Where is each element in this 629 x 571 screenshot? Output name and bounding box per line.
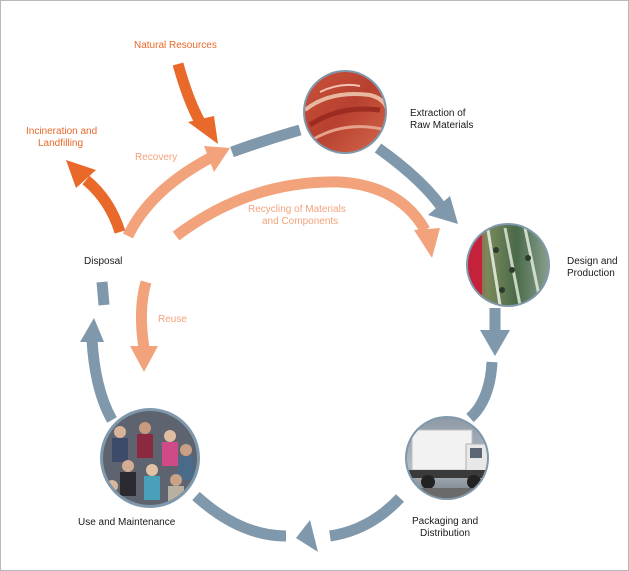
extraction-label-line1: Extraction of [410,108,466,119]
design-photo [466,223,550,307]
packaging-label-line2: Distribution [420,528,470,539]
arrow-disposal-stub [96,281,110,306]
incineration-label: Incineration and Landfilling [26,126,100,149]
arrowhead-use-disposal [80,318,104,342]
recovery-arrow [123,153,213,239]
incineration-label-line1: Incineration and [26,126,97,137]
io-arrows [82,62,205,234]
natural-resources-arrow [172,62,205,125]
cycle-arrows [86,124,501,542]
natural-resources-arrowhead [188,116,218,144]
extraction-label-line2: Raw Materials [410,120,473,131]
extraction-label: Extraction of Raw Materials [410,108,473,131]
packaging-photo [405,416,489,500]
io-arrowheads [66,116,218,188]
incineration-arrow [82,175,126,234]
recycling-arrowhead [414,228,440,258]
recycling-arrow [172,176,430,241]
use-photo [100,408,200,508]
design-label-line2: Production [567,268,615,279]
arrow-use-left [192,491,287,542]
arrow-use-to-disposal [86,339,117,423]
arrow-extraction-to-design [374,143,445,209]
cycle-arrowheads [80,196,510,552]
arrowhead-design-packaging [480,330,510,356]
reuse-arrow [135,280,152,349]
recycling-label-line2: and Components [262,216,338,227]
arrowhead-packaging-use [296,520,318,552]
arrow-packaging-to-use [466,361,498,423]
reuse-label: Reuse [158,314,187,325]
loop-arrowheads [130,146,440,372]
disposal-label: Disposal [84,256,122,267]
design-label-line1: Design and [567,256,618,267]
incineration-label-line2: Landfilling [38,138,83,149]
design-label: Design and Production [567,256,620,279]
recovery-label: Recovery [135,152,177,163]
use-label: Use and Maintenance [78,517,176,528]
natural-resources-label: Natural Resources [134,40,217,51]
recycling-label-line1: Recycling of Materials [248,204,346,215]
loop-arrows [123,153,430,349]
arrow-recovery-to-extraction [230,124,302,158]
arrowhead-extraction-design [428,196,458,224]
extraction-photo [303,70,387,154]
packaging-label: Packaging and Distribution [412,516,481,539]
reuse-arrowhead [130,346,158,372]
recycling-label: Recycling of Materials and Components [248,204,349,227]
arrow-use-arc [329,494,405,542]
packaging-label-line1: Packaging and [412,516,478,527]
incineration-arrowhead [66,160,96,188]
recovery-arrowhead [204,146,230,172]
